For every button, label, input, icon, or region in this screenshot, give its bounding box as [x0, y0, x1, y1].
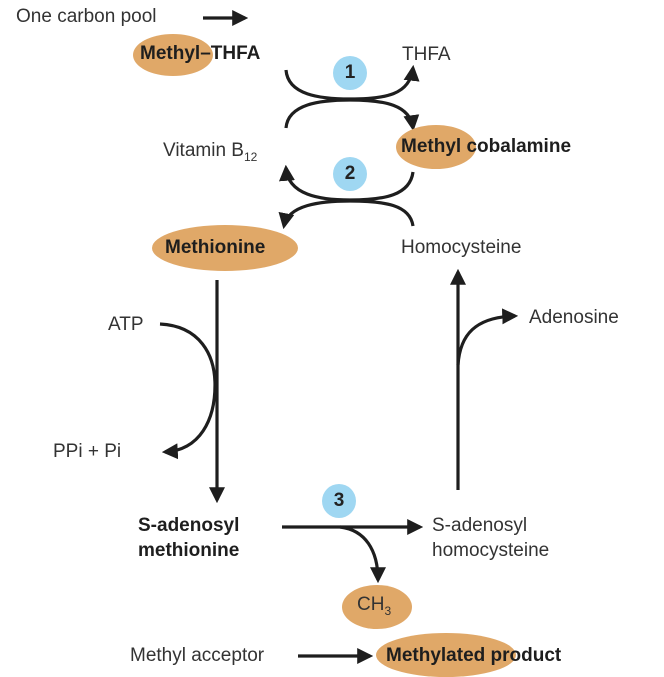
methylcobalamine-prefix: Methyl — [401, 136, 462, 157]
methylated-product-highlight — [376, 633, 516, 677]
one-carbon-pool-label: One carbon pool — [16, 6, 157, 27]
adenosine-arrow — [456, 308, 519, 366]
ch3-subscript: 3 — [384, 603, 392, 618]
ch3-text: CH — [357, 594, 385, 615]
step-badge-2: 2 — [333, 157, 367, 191]
methylated-suffix: product — [490, 645, 562, 666]
atp-label: ATP — [108, 314, 144, 335]
vitamin-b12-label: Vitamin B12 — [163, 140, 257, 164]
methyl-thfa-label: Methyl–THFA — [140, 43, 260, 65]
atp-arc-arrow — [159, 322, 217, 460]
methylcobalamine-label: Methyl cobalamine — [401, 136, 571, 158]
step-badge-1: 1 — [333, 56, 367, 90]
methylcobalamine-suffix: cobalamine — [466, 136, 572, 157]
sah-label-line1: S-adenosyl — [432, 515, 528, 536]
methylated-product-label: Methylated product — [386, 645, 561, 667]
vitamin-b12-subscript: 12 — [243, 149, 258, 164]
methyl-thfa-suffix: –THFA — [200, 43, 261, 64]
methyl-acceptor-label: Methyl acceptor — [130, 645, 265, 666]
homocysteine-label: Homocysteine — [401, 237, 522, 258]
ch3-label: CH3 — [357, 594, 391, 618]
r1-out-arrow — [284, 98, 420, 132]
ch3-highlight — [342, 585, 412, 629]
methyl-thfa-highlight — [133, 34, 213, 76]
sah-label-line2: homocysteine — [432, 540, 550, 561]
r2-out-arrow — [278, 199, 415, 230]
sam-label-line2: methionine — [138, 540, 240, 561]
adenosine-label: Adenosine — [529, 307, 619, 328]
ppi-pi-label: PPi + Pi — [53, 441, 122, 462]
sam-label-line1: S-adenosyl — [138, 515, 240, 536]
thfa-label: THFA — [402, 44, 451, 65]
ch3-arrow — [339, 525, 386, 584]
methionine-highlight — [152, 225, 298, 271]
step-badge-3: 3 — [322, 484, 356, 518]
methyl-thfa-prefix: Methyl — [140, 43, 201, 64]
methionine-label: Methionine — [165, 237, 266, 258]
methylcobalamine-highlight — [396, 125, 476, 169]
methylated-prefix: Methylated — [386, 645, 486, 666]
vitamin-b12-text: Vitamin B — [163, 140, 244, 161]
